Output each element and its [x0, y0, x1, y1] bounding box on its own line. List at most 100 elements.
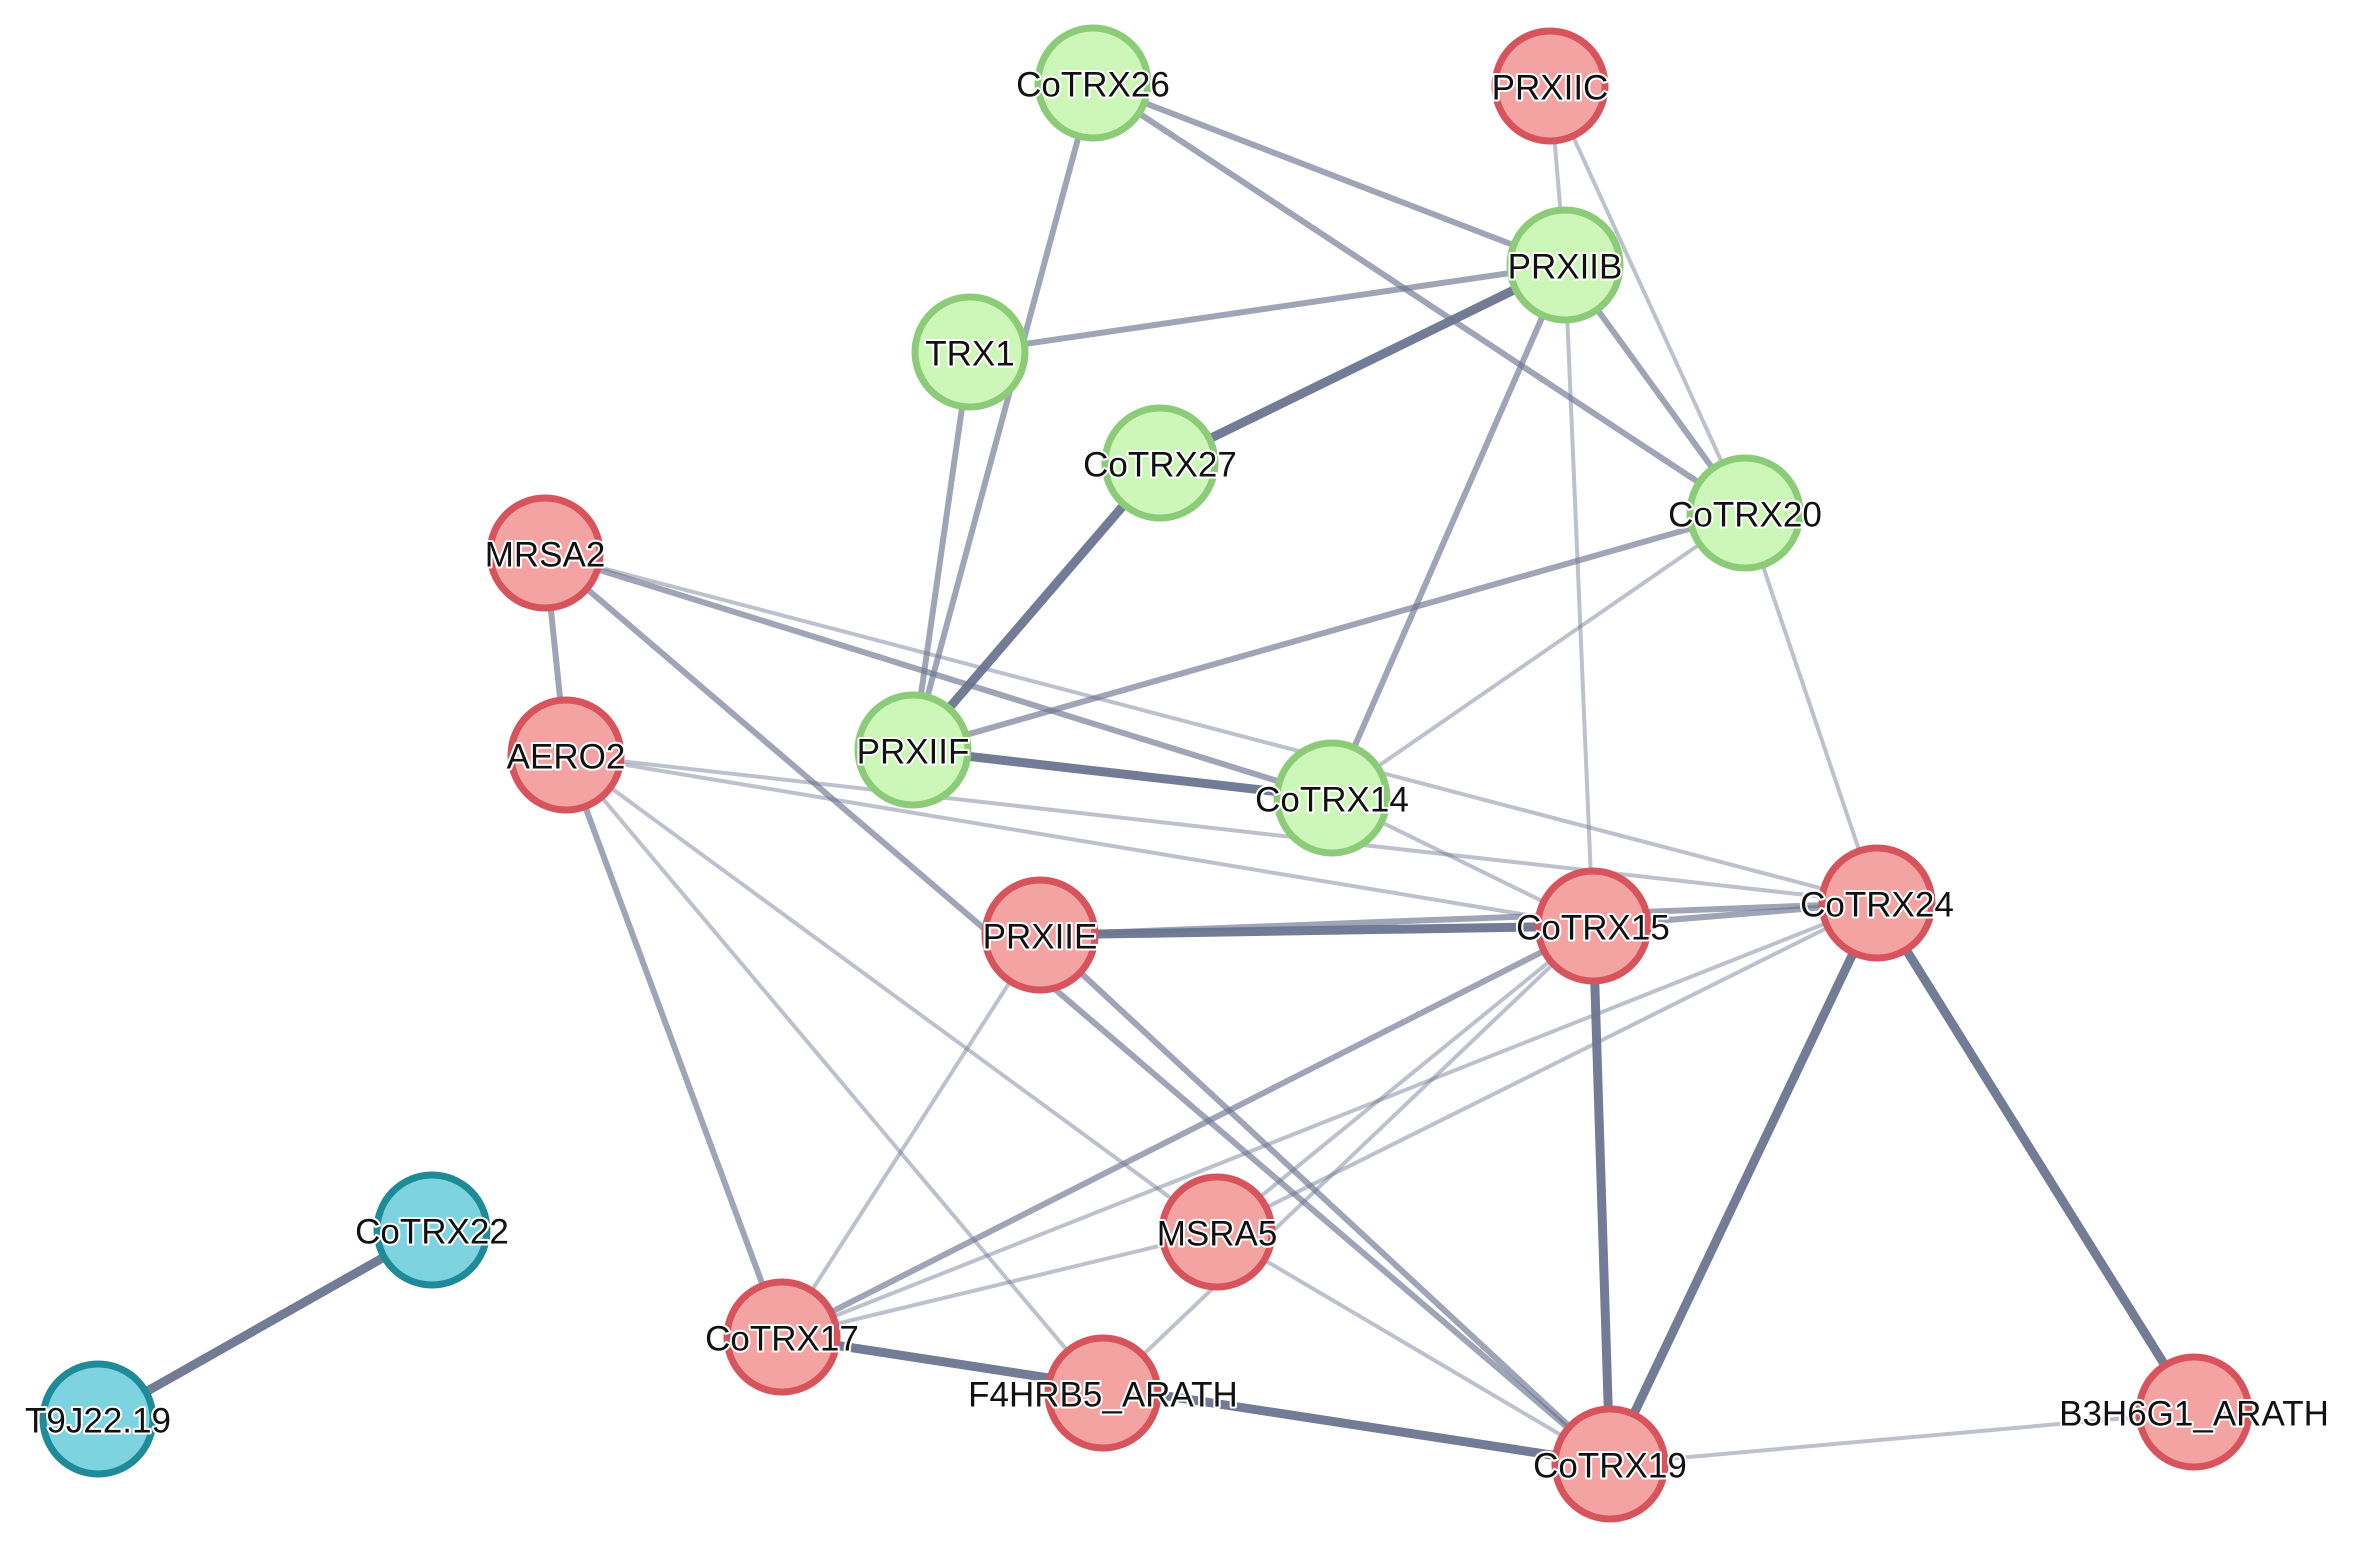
node-label: MSRA5: [1157, 1215, 1278, 1254]
node-F4HRB5_ARATH[interactable]: F4HRB5_ARATH: [966, 1334, 1240, 1452]
node-circle: [1044, 1334, 1162, 1452]
node-label: PRXIIE: [983, 918, 1098, 957]
nodes-layer: CoTRX26 PRXIIC PRXIIB TRX1CoTRX27CoTRX20MRS…: [23, 24, 2331, 1523]
node-circle: [486, 494, 604, 612]
node-circle: [723, 1278, 841, 1396]
node-label: B3H6G1_ARATH: [2059, 1395, 2329, 1434]
edge-CoTRX15-MSRA5: [1215, 924, 1595, 1234]
edge-PRXIIC-CoTRX20: [1548, 84, 1747, 515]
node-label: PRXIIF: [857, 733, 970, 772]
edge-AERO2-F4HRB5_ARATH: [564, 753, 1105, 1395]
node-circle: [1034, 24, 1152, 142]
node-circle: [1506, 206, 1624, 324]
edge-PRXIIF-CoTRX14: [908, 745, 1337, 803]
edge-CoTRX26-PRXIIF: [910, 80, 1096, 753]
edge-PRXIIB-CoTRX15: [1563, 263, 1595, 928]
edge-MRSA2-CoTRX14: [542, 550, 1335, 801]
edges-layer: [93, 80, 2199, 1469]
node-circle: [1551, 1405, 1669, 1523]
node-circle: [1491, 27, 1609, 145]
node-AERO2[interactable]: AERO2: [505, 696, 627, 814]
node-TRX1[interactable]: TRX1: [911, 293, 1029, 411]
node-PRXIIC[interactable]: PRXIIC: [1490, 27, 1610, 145]
edge-CoTRX15-CoTRX17: [779, 923, 1596, 1340]
node-PRXIIB[interactable]: PRXIIB: [1506, 206, 1624, 324]
edge-CoTRX17-CoTRX19: [777, 1332, 1615, 1469]
node-label: TRX1: [925, 335, 1014, 374]
node-circle: [2135, 1353, 2253, 1471]
edge-TRX1-PRXIIB: [967, 262, 1568, 355]
node-circle: [507, 696, 625, 814]
node-PRXIIE[interactable]: PRXIIE: [981, 876, 1099, 994]
edge-CoTRX24-MSRA5: [1215, 901, 1879, 1234]
edge-CoTRX24-CoTRX17: [780, 901, 1879, 1339]
node-label: MRSA2: [485, 536, 606, 575]
edge-CoTRX15-CoTRX19: [1588, 921, 1615, 1469]
node-CoTRX20[interactable]: CoTRX20: [1666, 454, 1824, 572]
node-label: CoTRX22: [355, 1213, 509, 1252]
node-circle: [1158, 1173, 1276, 1291]
node-MSRA5[interactable]: MSRA5: [1155, 1173, 1279, 1291]
edge-CoTRX26-PRXIIB: [1090, 80, 1568, 268]
node-circle: [911, 293, 1029, 411]
node-MRSA2[interactable]: MRSA2: [483, 494, 607, 612]
edge-CoTRX24-CoTRX19: [1605, 898, 1882, 1469]
edge-CoTRX15-F4HRB5_ARATH: [1101, 924, 1595, 1395]
node-CoTRX15[interactable]: CoTRX15: [1514, 867, 1672, 985]
node-label: T9J22.19: [25, 1402, 171, 1441]
edge-CoTRX22-T9J22.19: [93, 1225, 437, 1424]
node-label: CoTRX20: [1668, 496, 1822, 535]
node-CoTRX22[interactable]: CoTRX22: [353, 1171, 511, 1289]
edge-CoTRX19-B3H6G1_ARATH: [1608, 1410, 2196, 1466]
node-circle: [373, 1171, 491, 1289]
edge-PRXIIB-CoTRX14: [1329, 262, 1568, 801]
node-circle: [1818, 844, 1936, 962]
node-label: AERO2: [507, 738, 626, 777]
node-CoTRX17[interactable]: CoTRX17: [703, 1278, 861, 1396]
edge-CoTRX20-CoTRX24: [1743, 511, 1879, 905]
node-label: CoTRX17: [705, 1320, 859, 1359]
node-label: F4HRB5_ARATH: [968, 1376, 1238, 1415]
node-label: CoTRX26: [1016, 66, 1170, 105]
edge-AERO2-CoTRX15: [564, 753, 1595, 928]
edge-AERO2-MSRA5: [564, 753, 1219, 1234]
node-B3H6G1_ARATH[interactable]: B3H6G1_ARATH: [2057, 1353, 2331, 1471]
node-circle: [1686, 454, 1804, 572]
edge-MRSA2-CoTRX19: [542, 550, 1613, 1467]
node-circle: [1101, 404, 1219, 522]
node-CoTRX19[interactable]: CoTRX19: [1531, 1405, 1689, 1523]
node-label: CoTRX19: [1533, 1447, 1687, 1486]
node-label: CoTRX14: [1255, 781, 1409, 820]
node-label: CoTRX27: [1083, 446, 1237, 485]
edge-AERO2-CoTRX17: [563, 752, 785, 1340]
node-CoTRX26[interactable]: CoTRX26: [1014, 24, 1172, 142]
edge-PRXIIE-CoTRX24: [1037, 900, 1880, 938]
node-label: PRXIIC: [1492, 69, 1609, 108]
edge-TRX1-PRXIIF: [910, 349, 973, 753]
edge-PRXIIE-CoTRX17: [780, 933, 1042, 1339]
node-CoTRX24[interactable]: CoTRX24: [1798, 844, 1956, 962]
edge-AERO2-CoTRX24: [564, 753, 1879, 905]
node-circle: [1273, 739, 1391, 857]
edge-MSRA5-CoTRX19: [1215, 1230, 1612, 1466]
edge-MRSA2-CoTRX24: [543, 551, 1879, 905]
node-label: CoTRX24: [1800, 886, 1954, 925]
edge-CoTRX26-CoTRX20: [1090, 80, 1748, 516]
edge-PRXIIE-CoTRX19: [1037, 932, 1613, 1467]
node-CoTRX14[interactable]: CoTRX14: [1253, 739, 1411, 857]
edge-PRXIIB-CoTRX27: [1155, 260, 1570, 468]
edge-CoTRX27-PRXIIF: [908, 458, 1165, 755]
node-label: PRXIIB: [1508, 248, 1623, 287]
edge-CoTRX20-PRXIIF: [910, 510, 1748, 753]
node-label: CoTRX15: [1516, 909, 1670, 948]
node-circle: [1534, 867, 1652, 985]
node-circle: [854, 691, 972, 809]
edge-CoTRX24-B3H6G1_ARATH: [1872, 898, 2199, 1417]
node-circle: [981, 876, 1099, 994]
edge-CoTRX20-CoTRX14: [1330, 511, 1747, 800]
node-PRXIIF[interactable]: PRXIIF: [854, 691, 972, 809]
node-CoTRX27[interactable]: CoTRX27: [1081, 404, 1239, 522]
node-T9J22.19[interactable]: T9J22.19: [23, 1360, 173, 1478]
node-circle: [39, 1360, 157, 1478]
